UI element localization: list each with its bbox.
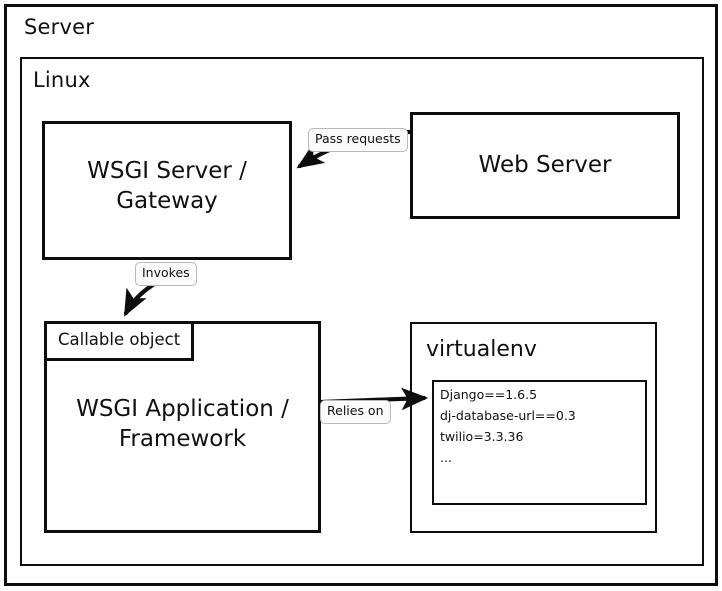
requirements-list: Django==1.6.5 dj-database-url==0.3 twili… (440, 384, 576, 468)
requirement-item: twilio=3.3.36 (440, 429, 524, 444)
node-wsgi-server[interactable]: WSGI Server / Gateway (42, 121, 292, 260)
callable-object-tag: Callable object (44, 321, 195, 361)
node-wsgi-server-label: WSGI Server / Gateway (87, 158, 247, 214)
requirement-item: dj-database-url==0.3 (440, 408, 576, 423)
node-virtualenv-label: virtualenv (426, 337, 537, 362)
node-wsgi-application-label: WSGI Application / Framework (76, 396, 289, 452)
edge-label-pass-requests: Pass requests (308, 128, 408, 152)
edge-label-relies-on: Relies on (320, 400, 391, 424)
node-web-server[interactable]: Web Server (410, 112, 680, 219)
edge-label-invokes: Invokes (135, 262, 197, 286)
requirements-box (432, 380, 647, 505)
requirement-item: ... (440, 450, 452, 465)
node-web-server-label: Web Server (478, 152, 612, 178)
container-linux-label: Linux (33, 68, 91, 92)
requirement-item: Django==1.6.5 (440, 387, 538, 402)
container-server-label: Server (24, 15, 95, 39)
